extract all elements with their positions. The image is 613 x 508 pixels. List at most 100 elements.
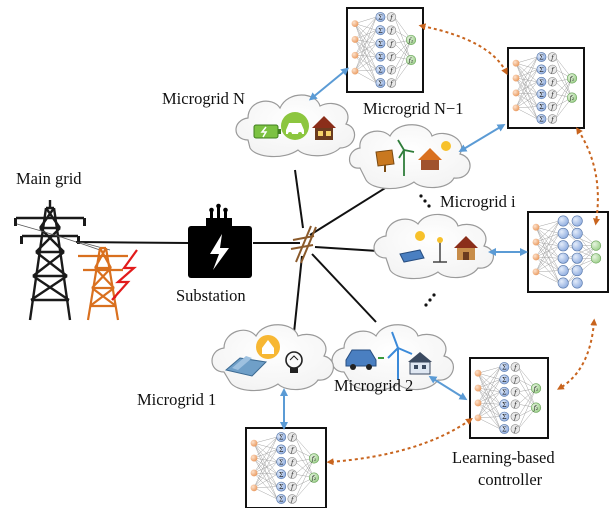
hidden-neuron (571, 215, 583, 227)
sum-symbol: Σ (378, 80, 383, 88)
hidden-neuron (276, 444, 287, 455)
activation-node (510, 374, 521, 385)
hidden-neuron (276, 494, 287, 504)
activation-symbol: f (513, 376, 518, 384)
hidden-neuron (276, 481, 287, 492)
activation-symbol: f (513, 426, 518, 434)
activation-symbol: f (550, 91, 555, 99)
hidden-neuron (571, 252, 583, 264)
sum-symbol: Σ (279, 496, 284, 504)
activation-node (547, 101, 558, 112)
hidden-neuron (499, 399, 510, 410)
comm-links (280, 23, 600, 466)
activation-symbol: f (389, 40, 394, 48)
sum-symbol: Σ (378, 27, 383, 35)
activation-symbol: f (389, 27, 394, 35)
hidden-neuron (557, 215, 569, 227)
hidden-neuron (499, 411, 510, 422)
sum-symbol: Σ (539, 91, 544, 99)
output-neuron (530, 383, 542, 394)
input-neuron (250, 454, 258, 462)
house-icon (454, 236, 478, 260)
bus-junction-icon (290, 225, 317, 264)
comm-link-2-to-1 (326, 417, 473, 466)
activation-node (287, 494, 297, 504)
wind-turbine-icon (397, 139, 415, 176)
sum-symbol: Σ (502, 426, 507, 434)
input-neuron (250, 484, 258, 492)
comm-link-n1-to-i (576, 127, 600, 226)
substation-transformer-icon (188, 203, 252, 278)
activation-node (510, 399, 521, 409)
activation-symbol: f (550, 54, 555, 62)
hidden-neuron (557, 240, 569, 252)
input-neuron (512, 104, 520, 112)
hidden-neuron (536, 101, 547, 112)
activation-symbol: f (389, 14, 394, 22)
comm-link-cloud-2 (428, 375, 468, 401)
hidden-neuron (571, 265, 583, 277)
output-symbol: f₁ (569, 76, 575, 83)
nn-controller-microgrid-i (527, 211, 609, 293)
main-grid-label: Main grid (16, 169, 82, 188)
comm-link-n-to-n1 (418, 23, 508, 76)
activation-symbol: f (389, 53, 394, 61)
controller-label-line2: controller (478, 470, 543, 489)
house-icon (408, 352, 432, 375)
activation-node (547, 89, 558, 99)
activation-symbol: f (290, 458, 295, 466)
sum-symbol: Σ (279, 434, 284, 442)
input-neuron (532, 223, 540, 231)
sum-symbol: Σ (539, 78, 544, 86)
activation-node (386, 25, 397, 35)
output-symbol: f₁ (408, 37, 414, 44)
input-neuron (474, 399, 482, 407)
microgrid-n-label: Microgrid N (162, 89, 245, 108)
activation-node (287, 432, 297, 442)
nn-connections (477, 366, 537, 430)
hidden-neuron (499, 424, 510, 434)
microgrid-2-label: Microgrid 2 (334, 376, 414, 395)
sum-symbol: Σ (502, 376, 507, 384)
hidden-neuron (571, 240, 583, 252)
hidden-neuron (557, 252, 569, 264)
microgrid-1-label: Microgrid 1 (137, 390, 217, 409)
sum-symbol: Σ (378, 53, 383, 61)
output-neuron (530, 402, 542, 413)
nn-connections (253, 436, 315, 500)
output-neuron (308, 472, 320, 483)
output-neuron (405, 34, 417, 46)
activation-node (386, 12, 397, 22)
lightbulb-icon (285, 351, 303, 373)
transmission-tower-icon (14, 200, 111, 321)
activation-node (510, 362, 521, 372)
lightning-fault-icon (111, 249, 138, 301)
output-symbol: f₁ (533, 386, 539, 393)
hidden-neuron (375, 64, 386, 75)
input-neuron (474, 414, 482, 422)
output-neuron (308, 453, 320, 464)
hidden-neuron (536, 76, 547, 87)
hidden-neuron (276, 469, 287, 480)
sum-symbol: Σ (502, 388, 507, 396)
wind-turbine-icon (433, 237, 447, 263)
power-lines (75, 169, 391, 353)
smart-home-icon (418, 141, 451, 170)
activation-node (287, 444, 297, 455)
solar-farm-icon (399, 231, 425, 263)
input-neuron (474, 384, 482, 392)
sum-symbol: Σ (502, 401, 507, 409)
input-neuron (351, 36, 359, 43)
activation-symbol: f (290, 496, 295, 504)
hidden-neuron (276, 432, 287, 442)
activation-symbol: f (513, 388, 518, 396)
output-neuron (405, 54, 417, 66)
activation-node (386, 78, 397, 88)
input-neuron (474, 369, 482, 377)
ellipsis-dots (419, 194, 436, 307)
output-symbol: f₂ (533, 405, 539, 412)
activation-node (547, 64, 558, 75)
input-neuron (512, 89, 520, 97)
activation-node (287, 457, 297, 467)
